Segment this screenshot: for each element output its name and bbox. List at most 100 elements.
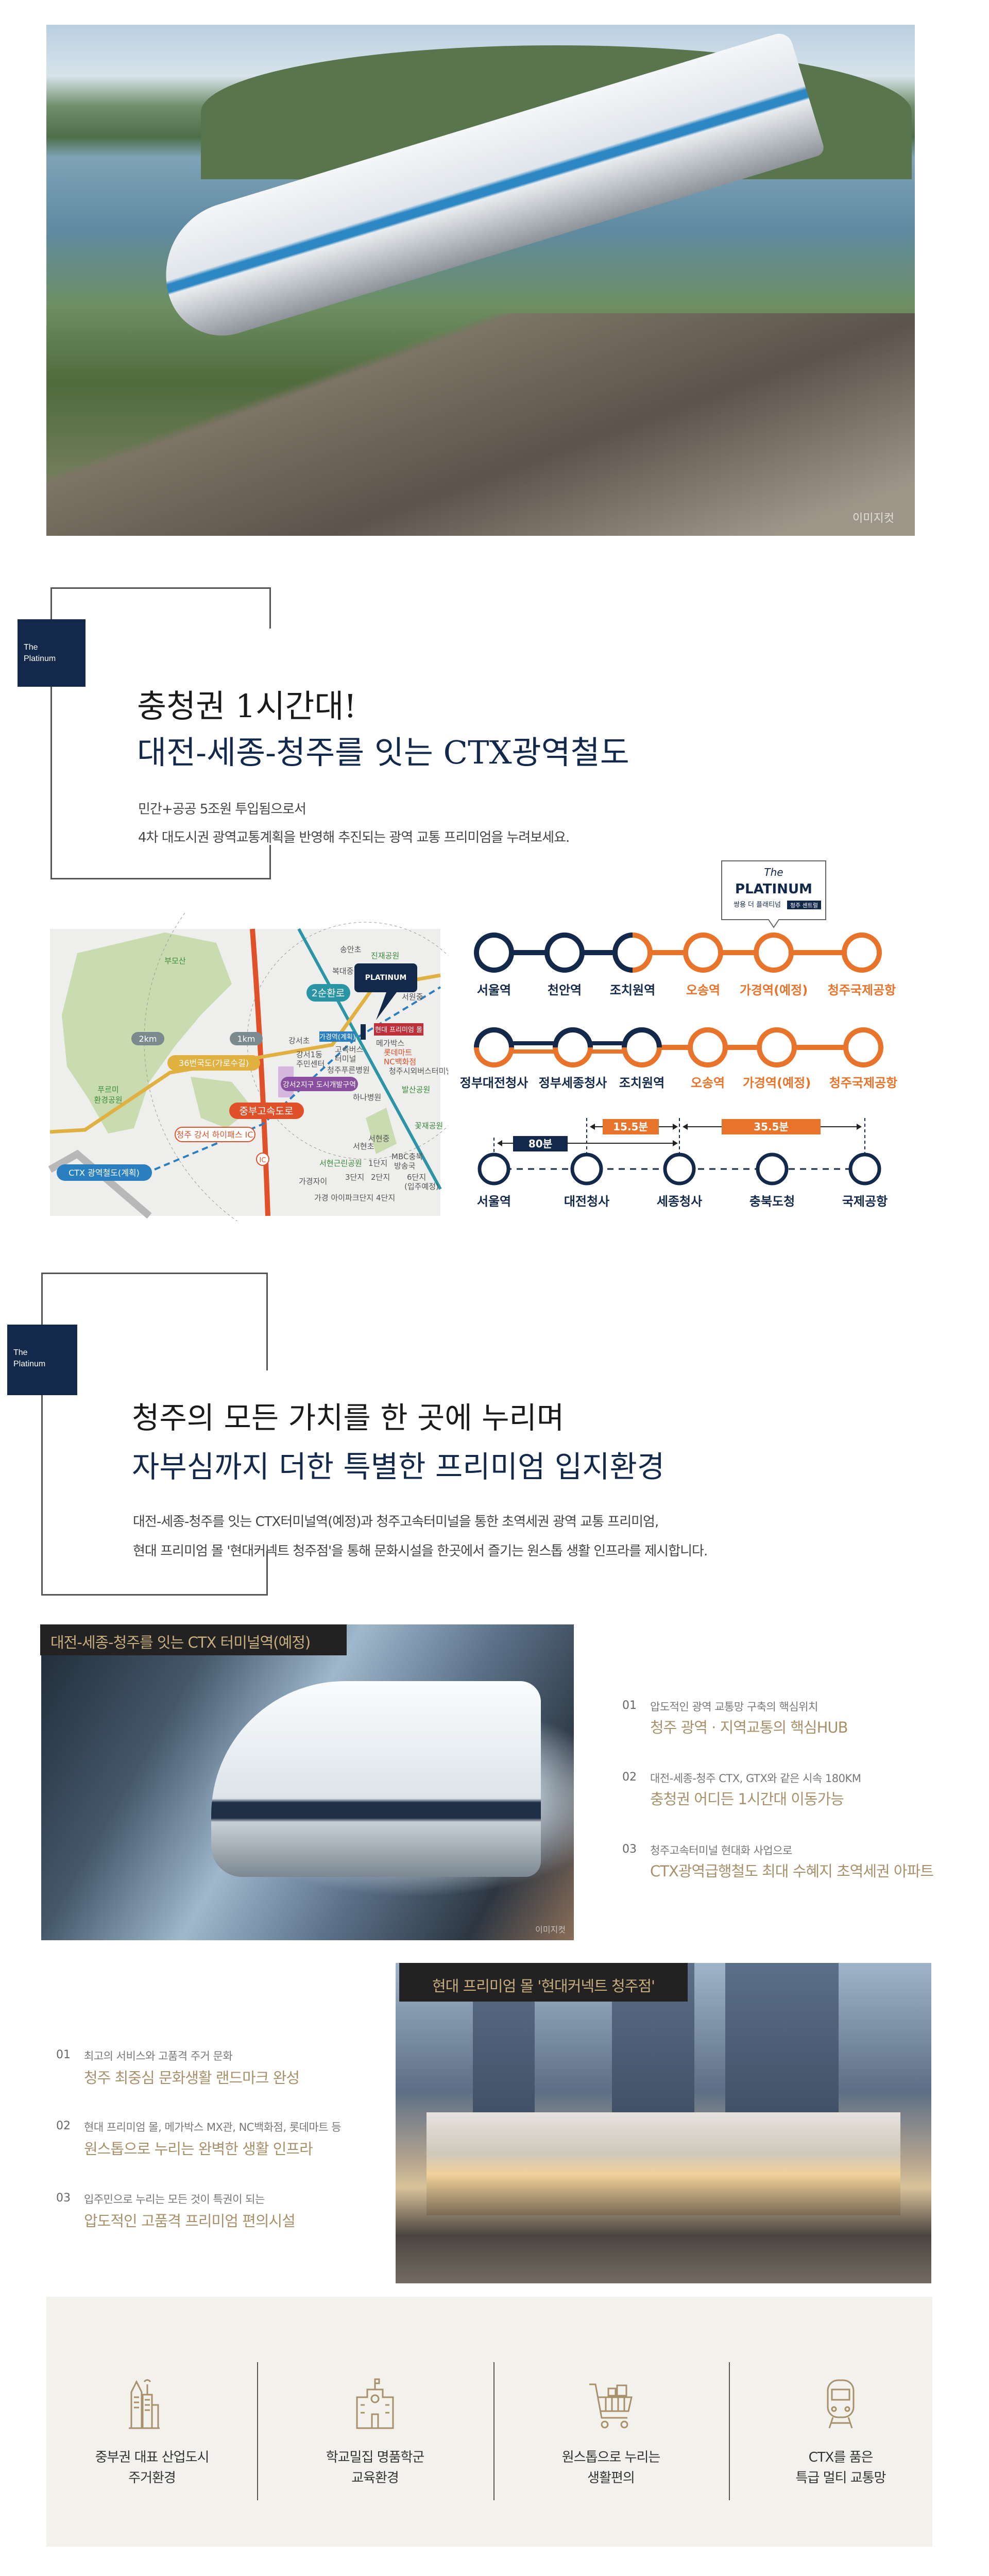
point-main: 청주 최중심 문화생활 랜드마크 완성 [84,2069,300,2087]
station-label: 청주국제공항 [829,1076,897,1090]
svg-text:The: The [764,866,783,878]
badge-line2: Platinum [24,654,56,663]
feature-line1: 중부권 대표 산업도시 [95,2450,210,2465]
mall-photo-caption: 현대 프리미엄 몰 '현대커넥트 청주점' [399,1963,688,2002]
svg-text:서현초: 서현초 [353,1142,374,1151]
station-circle-half [622,1027,662,1048]
feature-line2: 교육환경 [351,2470,399,2486]
arrow-80-head [673,1140,678,1146]
section2-title-line1: 청주의 모든 가치를 한 곳에 누리며 [132,1400,565,1435]
travel-time: 15.5분 [613,1121,648,1133]
arrow-80-head [497,1140,502,1146]
section1-frame [50,587,271,879]
section1-title-line1: 충청권 1시간대! [137,687,357,725]
svg-text:CTX 광역철도(계획): CTX 광역철도(계획) [69,1168,140,1178]
frame-edge [269,587,271,629]
feature-line1: CTX를 품은 [808,2450,874,2465]
section1-title-line2: 대전-세종-청주를 잇는 CTX광역철도 [137,734,629,771]
station-circle [688,1027,728,1067]
station-circle [754,933,794,973]
city-buildings-icon [129,2379,160,2429]
ctx-photo-caption: 대전-세종-청주를 잇는 CTX 터미널역(예정) [40,1624,347,1655]
svg-text:IC: IC [260,1157,266,1164]
point-main: 원스톱으로 누리는 완벽한 생활 인프라 [84,2140,313,2158]
svg-text:(입주예정): (입주예정) [404,1182,439,1191]
svg-text:2순환로: 2순환로 [312,988,345,999]
point-number: 02 [622,1771,637,1784]
station-label: 서울역 [477,983,511,997]
station-circle [757,1027,797,1067]
station-label: 정부세종청사 [539,1076,607,1090]
divider [729,2362,730,2500]
badge-line2: Platinum [13,1360,46,1368]
station-label: 가경역(예정) [740,983,808,997]
svg-text:쌍용 더 플래티넘: 쌍용 더 플래티넘 [734,901,781,909]
arrow-15-head [590,1124,595,1130]
station-label: 조치원역 [610,983,655,997]
feature-line1: 원스톱으로 누리는 [561,2450,661,2465]
svg-text:메가박스: 메가박스 [376,1039,404,1048]
shopping-cart-icon [589,2383,633,2429]
station-circle-half [553,1027,593,1048]
section2-frame [41,1273,268,1596]
svg-text:롯데마트: 롯데마트 [384,1048,412,1057]
station-label: 서울역 [477,1194,511,1209]
feature-line2: 생활편의 [587,2470,635,2486]
svg-text:가경 아이파크단지: 가경 아이파크단지 [314,1193,373,1202]
svg-text:꽃재공원: 꽃재공원 [415,1121,443,1130]
section2-title-line2: 자부심까지 더한 특별한 프리미엄 입지환경 [132,1449,665,1484]
divider [493,2362,494,2500]
point-number: 03 [56,2192,71,2205]
svg-text:NC백화점: NC백화점 [384,1057,416,1066]
arrow-35-head [857,1124,862,1130]
point-main: 충청권 어디든 1시간대 이동가능 [650,1790,844,1808]
svg-text:가경자이: 가경자이 [299,1177,327,1186]
mall-photo [396,1963,931,2283]
svg-text:서현근린공원: 서현근린공원 [319,1159,362,1168]
svg-text:중부고속도로: 중부고속도로 [240,1106,294,1117]
location-map: 부모산 푸르미 환경공원 송안초 진재공원 복대중 서원중 강서초 강서1동 주… [48,912,448,1221]
station-label: 세종청사 [657,1194,702,1209]
station-circle [683,933,723,973]
train-shape [211,1681,541,1877]
point-number: 01 [56,2048,71,2061]
svg-text:주민센터: 주민센터 [296,1059,325,1069]
railway-shape [46,313,915,536]
station-circle [478,1153,510,1185]
svg-text:1km: 1km [237,1034,255,1044]
svg-text:PLATINUM: PLATINUM [365,974,407,982]
divider [257,2362,258,2500]
station-circle [848,1153,881,1185]
svg-text:서원중: 서원중 [402,992,423,1002]
frame-edge [266,1551,268,1596]
svg-text:MBC충북: MBC충북 [391,1152,423,1161]
svg-text:청주 강서 하이패스 IC: 청주 강서 하이패스 IC [177,1130,253,1140]
ctx-terminal-photo: 이미지컷 [41,1624,574,1940]
point-main: 압도적인 고품격 프리미엄 편의시설 [84,2212,296,2230]
feature-line2: 주거환경 [128,2470,176,2486]
station-circle [570,1153,603,1185]
brand-badge: The Platinum [7,1325,77,1395]
point-number: 03 [622,1843,637,1856]
svg-text:터미널: 터미널 [335,1054,356,1063]
point-sub: 입주민으로 누리는 모든 것이 특권이 되는 [84,2193,265,2206]
svg-text:가경역(계획): 가경역(계획) [319,1033,355,1041]
hero-train-image: 이미지컷 [46,25,915,536]
svg-text:2km: 2km [139,1034,157,1044]
svg-text:하나병원: 하나병원 [353,1093,381,1102]
arrow-35-head [683,1124,688,1130]
svg-text:현대 프리미엄 몰: 현대 프리미엄 몰 [375,1026,422,1034]
svg-text:진재공원: 진재공원 [371,951,399,960]
point-main: 청주 광역 · 지역교통의 핵심HUB [650,1719,848,1736]
svg-text:강서2지구 도시개발구역: 강서2지구 도시개발구역 [283,1081,356,1089]
section2-desc-line1: 대전-세종-청주를 잇는 CTX터미널역(예정)과 청주고속터미널을 통한 초역… [133,1514,659,1530]
point-sub: 대전-세종-청주 CTX, GTX와 같은 시속 180KM [650,1772,861,1785]
station-label: 충북도청 [749,1194,795,1209]
svg-text:6단지: 6단지 [407,1173,426,1182]
section1-desc-line2: 4차 대도시권 광역교통계획을 반영해 추진되는 광역 교통 프리미엄을 누려보… [138,830,570,845]
svg-text:방송국: 방송국 [394,1161,416,1171]
time-box-15 [603,1119,659,1134]
